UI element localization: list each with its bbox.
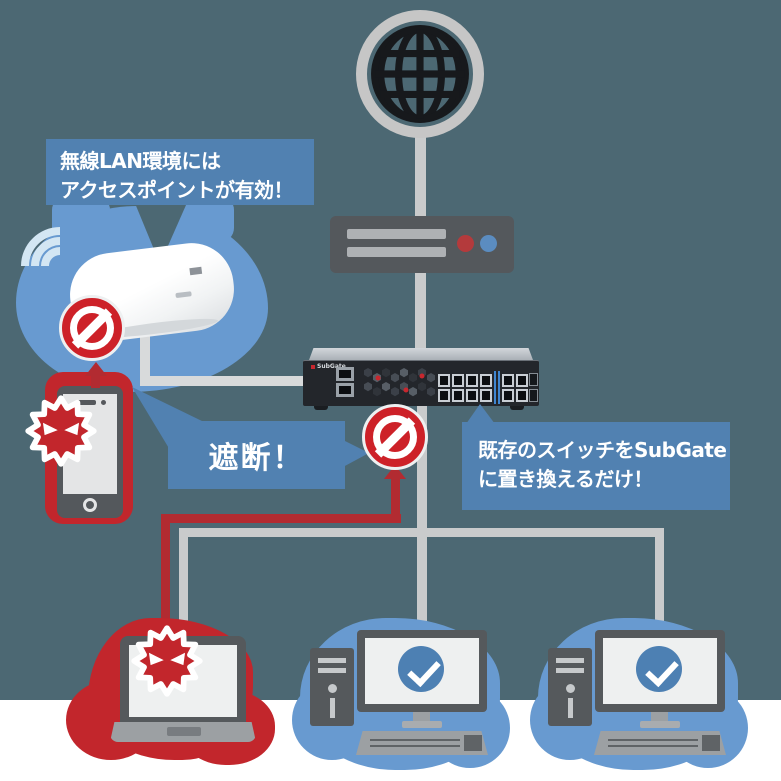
checkmark-badge [398, 646, 444, 692]
tower-vent [318, 658, 346, 663]
router-led-blue [480, 235, 497, 252]
keyboard-numpad [702, 735, 720, 751]
ethernet-port [438, 389, 450, 402]
uplink-port [502, 389, 514, 402]
callout-text: 遮断！ [208, 441, 305, 476]
prohibition-ring [373, 415, 417, 459]
tower-vent [556, 658, 584, 663]
ap-cable-vertical [140, 318, 150, 380]
callout-blocked: 遮断！ [168, 421, 345, 489]
prohibition-icon [59, 295, 125, 361]
sfp-slot [529, 373, 538, 386]
keyboard-keys [608, 735, 698, 751]
pc-keyboard [356, 731, 488, 755]
keyboard-numpad [464, 735, 482, 751]
cable-bus-pc2 [655, 528, 664, 636]
blocked-arrow-icon [85, 362, 107, 376]
ethernet-port [336, 383, 354, 397]
phone-camera [101, 400, 106, 405]
callout-text: 既存のスイッチをSubGate [478, 438, 727, 462]
ethernet-port [336, 367, 354, 381]
switch-logo-text: SubGate [317, 363, 346, 370]
prohibition-ring [70, 306, 114, 350]
internet-ring [356, 10, 484, 138]
router-vent [347, 229, 446, 239]
blocked-arrow-stem [91, 374, 100, 388]
ap-cable-horizontal [140, 376, 308, 386]
keyboard-keys [370, 735, 460, 751]
callout-text: に置き換えるだけ！ [478, 467, 653, 491]
ethernet-port [452, 389, 464, 402]
monitor-neck [651, 712, 668, 721]
callout-ap-note: 無線LAN環境には アクセスポイントが有効！ [46, 139, 314, 205]
sfp-slot [529, 389, 538, 402]
tower-vent [556, 668, 584, 673]
cable-internet-router [415, 132, 426, 222]
callout-replace: 既存のスイッチをSubGate に置き換えるだけ！ [462, 422, 730, 510]
cable-bus-laptop [179, 528, 188, 632]
uplink-port [516, 389, 528, 402]
ethernet-port [480, 374, 492, 387]
pc-keyboard [594, 731, 726, 755]
callout-text: アクセスポイントが有効！ [60, 178, 294, 202]
router-vent [347, 247, 446, 257]
callout-text: 無線LAN環境には [60, 149, 221, 173]
monitor-base [402, 721, 442, 728]
blocked-cable-horizontal [161, 514, 401, 523]
ethernet-port [466, 389, 478, 402]
tower-button [328, 684, 337, 693]
phone-home-button [83, 498, 97, 512]
monitor-base [640, 721, 680, 728]
router-led-red [457, 235, 474, 252]
laptop-touchpad [167, 727, 201, 736]
tower-slot [330, 698, 335, 718]
uplink-port [516, 374, 528, 387]
blocked-cable-stem [391, 478, 400, 518]
virus-icon [131, 625, 203, 697]
ethernet-port [452, 374, 464, 387]
pc-tower [548, 648, 592, 726]
tower-vent [318, 668, 346, 673]
virus-icon [25, 395, 97, 467]
ethernet-port [466, 374, 478, 387]
pc-tower [310, 648, 354, 726]
prohibition-icon [362, 404, 428, 470]
blocked-cable-laptop [161, 514, 170, 634]
ethernet-port [480, 389, 492, 402]
internet-globe-icon [371, 25, 469, 123]
checkmark-badge [636, 646, 682, 692]
cable-router-switch [415, 270, 426, 354]
phone-speaker [76, 400, 96, 405]
switch-divider [498, 371, 500, 404]
monitor-neck [413, 712, 430, 721]
tower-slot [568, 698, 573, 718]
router [330, 216, 514, 273]
cable-switch-pc [417, 403, 427, 635]
uplink-port [502, 374, 514, 387]
ethernet-port [438, 374, 450, 387]
switch-foot [510, 406, 524, 410]
switch-foot [314, 406, 328, 410]
switch-top-face [309, 348, 533, 360]
switch-divider [494, 371, 496, 404]
tower-button [566, 684, 575, 693]
cable-bus [179, 528, 664, 537]
switch-logo-mark [311, 365, 315, 369]
switch-hex-pattern [364, 368, 435, 397]
